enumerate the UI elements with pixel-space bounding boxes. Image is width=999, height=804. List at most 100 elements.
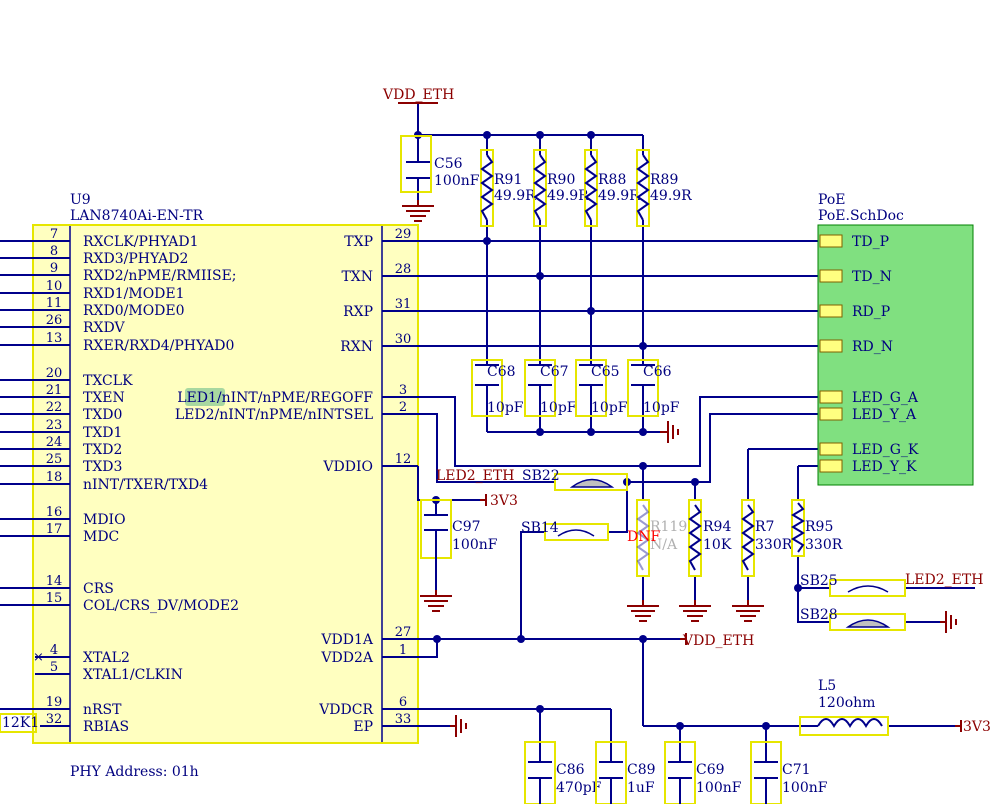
svg-text:100nF: 100nF	[434, 173, 480, 189]
pin-number: 31	[395, 297, 412, 312]
solder-bridge-sb28[interactable]: SB28	[800, 607, 906, 631]
svg-text:C71: C71	[782, 762, 811, 778]
pin-name: TXCLK	[83, 373, 133, 389]
pin-number: 10	[46, 279, 63, 294]
rbias-resistor-value: 12K1	[2, 715, 39, 731]
resistor-r95[interactable]: R95 330R	[791, 499, 843, 557]
capacitor-c67[interactable]: C67 10pF	[524, 359, 577, 417]
pin-name: VDD1A	[320, 632, 373, 648]
pin-name: MDC	[83, 529, 119, 545]
inductor-l5[interactable]: L5 120ohm	[799, 678, 889, 736]
svg-text:49.9R: 49.9R	[494, 188, 536, 204]
sheet-port-marker	[819, 390, 843, 404]
svg-text:10pF: 10pF	[591, 400, 628, 416]
pin-name: COL/CRS_DV/MODE2	[83, 598, 239, 614]
pin-number: 32	[46, 712, 63, 727]
pin-highlight	[185, 388, 225, 406]
solder-bridge-sb22[interactable]: SB22	[522, 468, 628, 491]
pin-number: 21	[46, 383, 63, 398]
resistor-r91[interactable]: R91 49.9R	[480, 149, 536, 227]
pin-name: RXD3/PHYAD2	[83, 251, 188, 267]
pin-name: TXP	[344, 234, 373, 250]
pin-number: 1	[399, 643, 407, 658]
pin-number: 26	[46, 313, 63, 328]
pin-number: 9	[50, 261, 58, 276]
pin-name: LED1/nINT/nPME/REGOFF	[177, 390, 373, 406]
capacitor-c65[interactable]: C65 10pF	[575, 359, 628, 417]
pin-name: RXDV	[83, 320, 125, 336]
svg-text:SB25: SB25	[800, 573, 838, 589]
capacitor-c89[interactable]: C89 1uF	[595, 741, 656, 804]
resistor-r7[interactable]: R7 330R	[741, 499, 793, 577]
pin-name: RBIAS	[83, 719, 129, 735]
capacitor-c97[interactable]: C97 100nF	[420, 499, 498, 560]
svg-text:C86: C86	[556, 762, 585, 778]
chip-part: LAN8740Ai-EN-TR	[70, 208, 204, 224]
pin-number: 2	[399, 400, 407, 415]
svg-text:R88: R88	[598, 172, 626, 188]
capacitor-c66[interactable]: C66 10pF	[627, 359, 680, 417]
svg-text:R91: R91	[494, 172, 522, 188]
phy-address-note: PHY Address: 01h	[70, 764, 199, 780]
resistor-r90[interactable]: R90 49.9R	[533, 149, 589, 227]
pin-number: 15	[46, 591, 63, 606]
svg-text:470pF: 470pF	[556, 780, 602, 796]
capacitor-c69[interactable]: C69 100nF	[664, 741, 742, 804]
svg-text:R94: R94	[703, 519, 731, 535]
sheet-port-marker	[819, 234, 843, 248]
svg-text:C89: C89	[627, 762, 656, 778]
pin-number: 19	[46, 695, 63, 710]
pin-number: 12	[395, 452, 412, 467]
svg-text:SB28: SB28	[800, 607, 838, 623]
pin-name: RXCLK/PHYAD1	[83, 234, 198, 250]
pin-name: TXN	[341, 269, 373, 285]
svg-text:C97: C97	[452, 519, 481, 535]
solder-bridge-sb25[interactable]: SB25	[800, 573, 906, 597]
pin-number: 22	[46, 400, 63, 415]
pin-name: RXD1/MODE1	[83, 286, 185, 302]
resistor-r119[interactable]: R119 N/A DNF	[627, 499, 687, 577]
pin-number: 16	[46, 505, 63, 520]
pin-number: 8	[50, 244, 58, 259]
svg-text:C68: C68	[487, 364, 516, 380]
svg-text:10pF: 10pF	[487, 400, 524, 416]
svg-text:R95: R95	[805, 519, 833, 535]
pin-name: TXD3	[83, 459, 122, 475]
pin-name: VDDCR	[318, 702, 373, 718]
v3v3-label-a: 3V3	[490, 493, 518, 509]
svg-text:49.9R: 49.9R	[650, 188, 692, 204]
pin-name: TXD2	[83, 442, 122, 458]
solder-bridge-sb14[interactable]: SB14	[521, 520, 609, 541]
pin-number: 28	[395, 262, 412, 277]
resistor-r94[interactable]: R94 10K	[688, 499, 732, 577]
pin-number: 29	[395, 227, 412, 242]
capacitor-c68[interactable]: C68 10pF	[471, 359, 524, 417]
sheet-file: PoE.SchDoc	[818, 208, 904, 224]
sheet-symbol-poe[interactable]: PoE PoE.SchDoc TD_PTD_NRD_PRD_NLED_G_ALE…	[817, 192, 974, 486]
svg-text:R89: R89	[650, 172, 678, 188]
pin-number: 13	[46, 331, 63, 346]
sheet-port-marker	[819, 269, 843, 283]
capacitor-c56[interactable]: C56 100nF	[400, 135, 480, 193]
pin-number: 24	[46, 435, 63, 450]
pin-number: 18	[46, 470, 63, 485]
sheet-port-label: LED_G_K	[852, 442, 919, 458]
svg-text:100nF: 100nF	[696, 780, 742, 796]
resistor-r88[interactable]: R88 49.9R	[584, 149, 640, 227]
vdd-eth-top-label: VDD_ETH	[382, 87, 454, 103]
chip-u9[interactable]: U9 LAN8740Ai-EN-TR PHY Address: 01h 12K1…	[0, 192, 419, 780]
led2-eth-label-b: LED2_ETH	[905, 572, 983, 588]
svg-text:49.9R: 49.9R	[547, 188, 589, 204]
capacitor-c71[interactable]: C71 100nF	[750, 741, 828, 804]
led2-eth-label-a: LED2_ETH	[436, 468, 514, 484]
pin-name: RXER/RXD4/PHYAD0	[83, 338, 234, 354]
pin-number: 7	[50, 227, 58, 242]
pin-name: RXD0/MODE0	[83, 303, 185, 319]
svg-text:C56: C56	[434, 156, 463, 172]
resistor-r89[interactable]: R89 49.9R	[636, 149, 692, 227]
pin-number: 11	[46, 296, 63, 311]
pin-number: 33	[395, 712, 412, 727]
capacitor-c86[interactable]: C86 470pF	[524, 741, 602, 804]
pin-number: 3	[399, 383, 407, 398]
